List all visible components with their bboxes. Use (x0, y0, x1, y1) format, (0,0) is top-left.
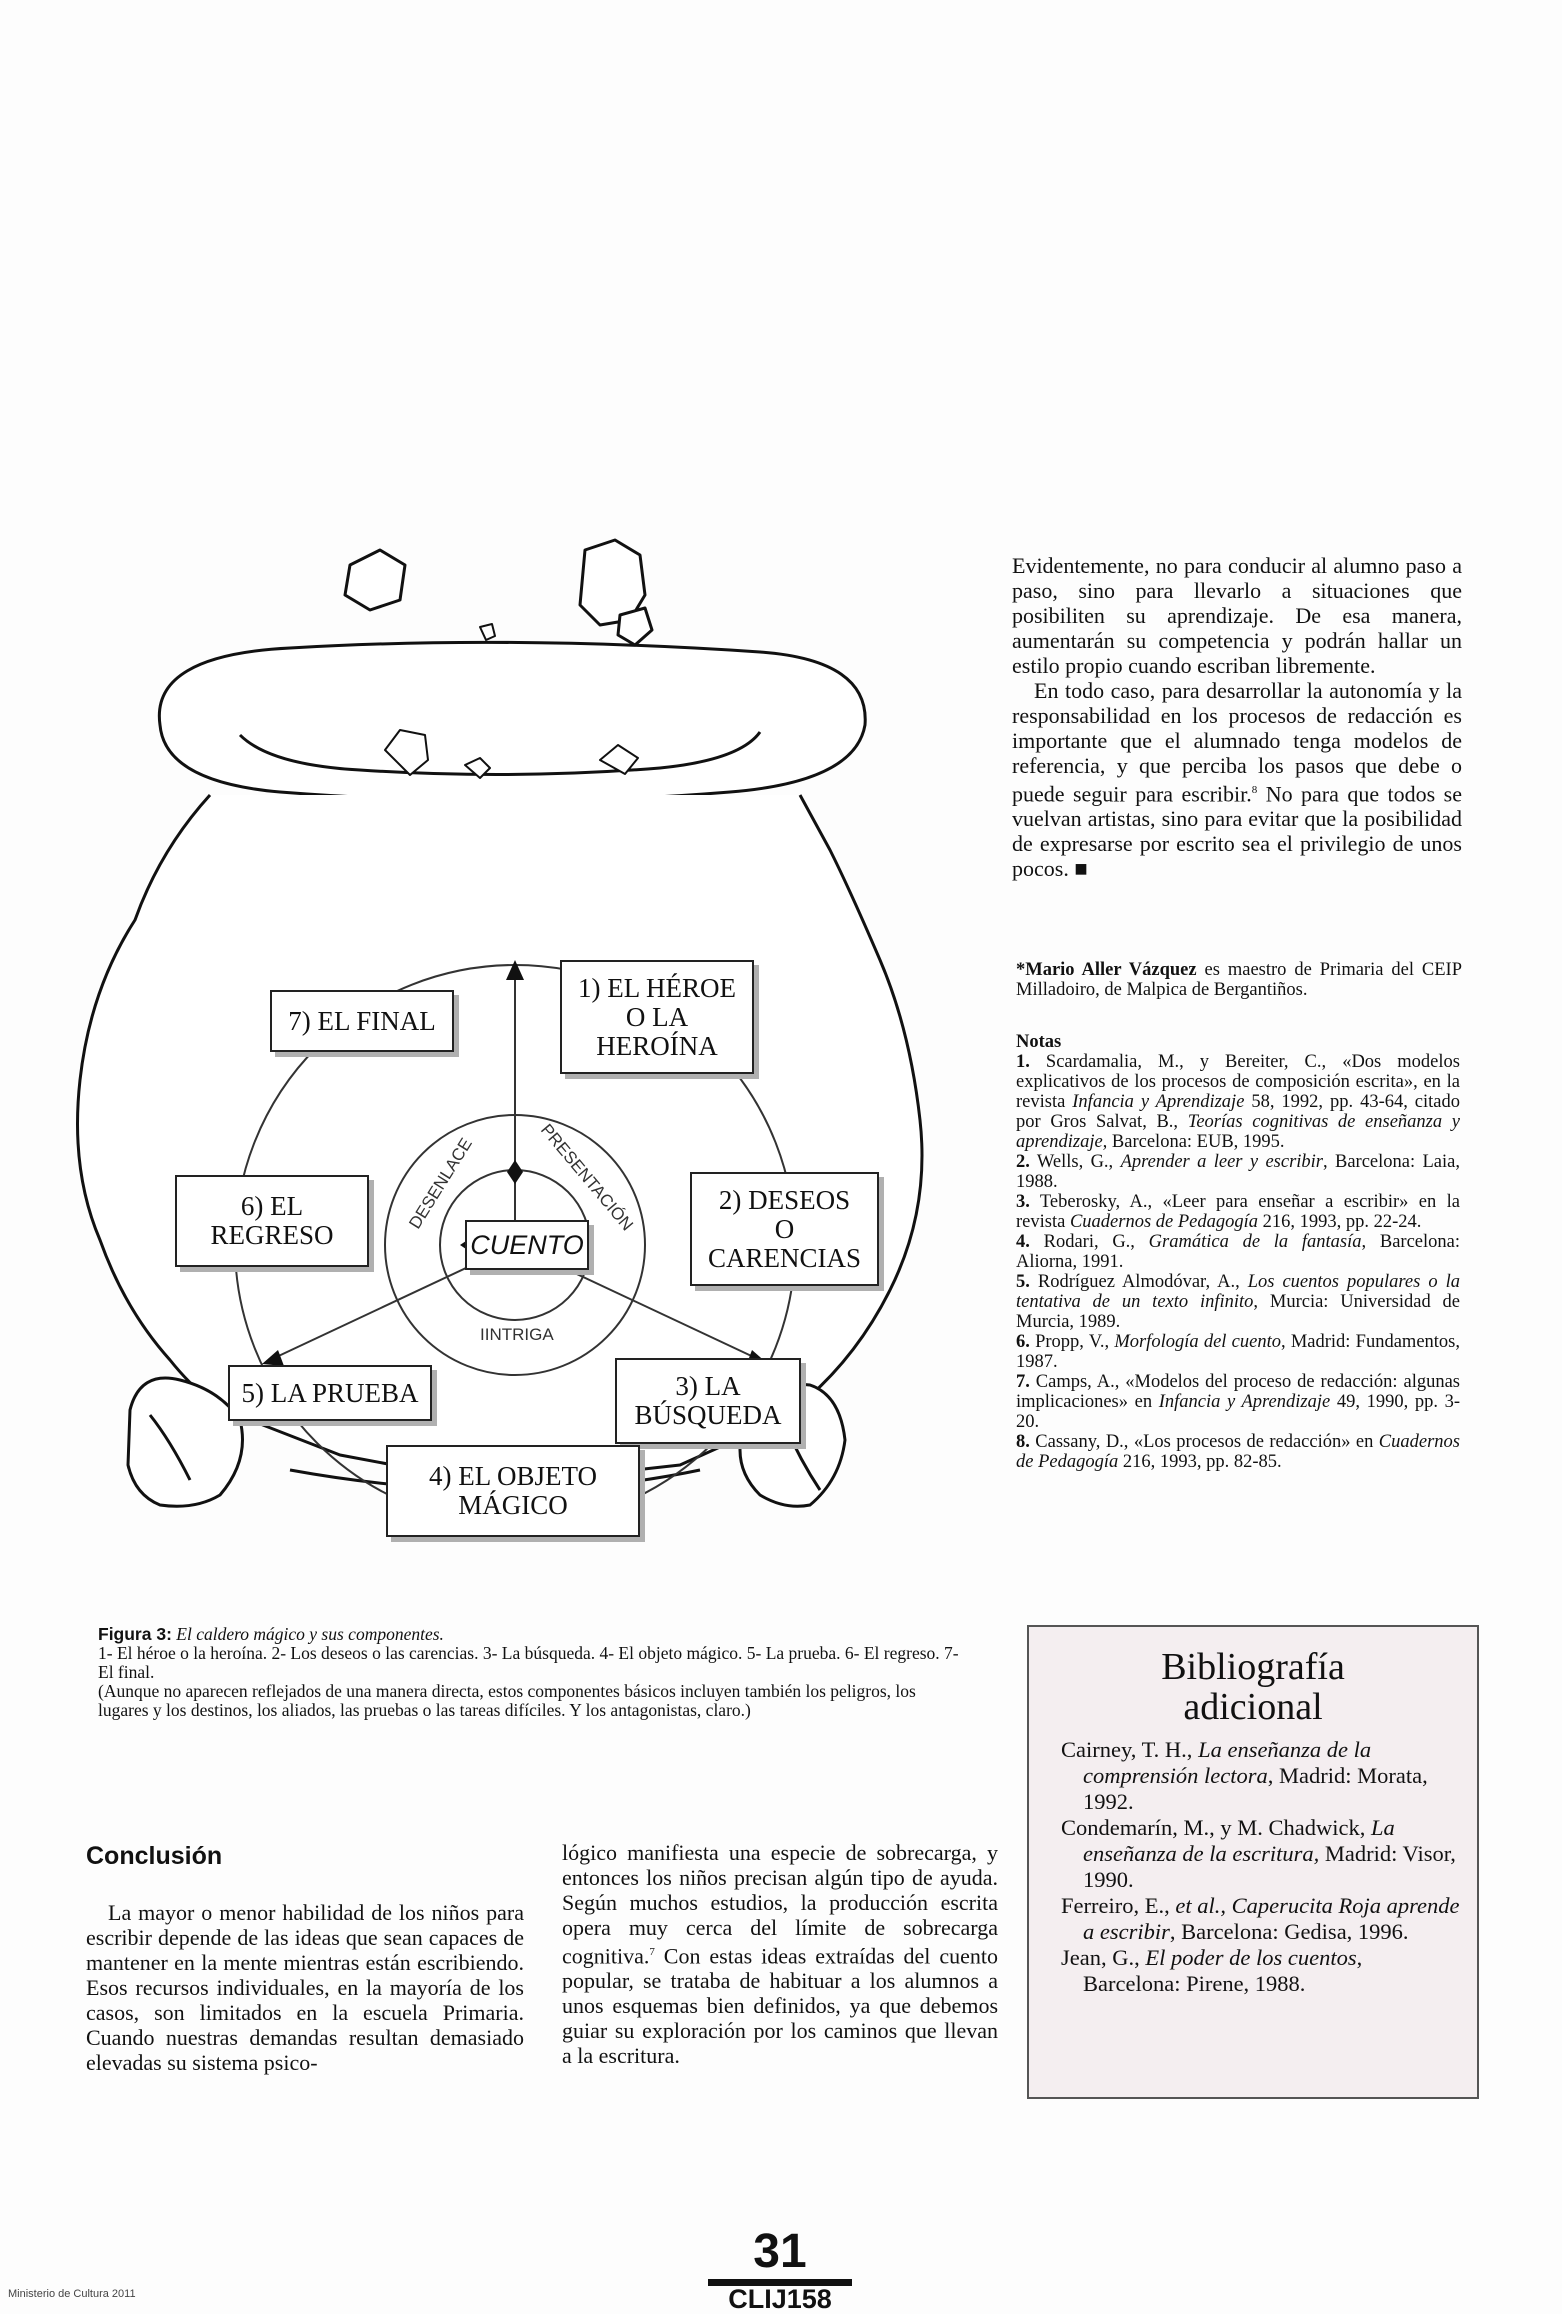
note-item: 1. Scardamalia, M., y Bereiter, C., «Dos… (1016, 1052, 1460, 1152)
note-item: 4. Rodari, G., Gramática de la fantasía,… (1016, 1232, 1460, 1272)
article-continuation: Evidentemente, no para conducir al alumn… (1012, 553, 1462, 881)
stage-search: 3) LA BÚSQUEDA (615, 1358, 801, 1444)
note-item: 3. Teberosky, A., «Leer para enseñar a e… (1016, 1192, 1460, 1232)
cauldron-diagram: DESENLACE PRESENTACIÓN IINTRIGA 7) EL FI… (40, 520, 980, 1580)
caption-title: El caldero mágico y sus componentes. (171, 1624, 444, 1644)
paragraph: Evidentemente, no para conducir al alumn… (1012, 553, 1462, 678)
caption-line: 1- El héroe o la heroína. 2- Los deseos … (98, 1643, 959, 1682)
author-note: *Mario Aller Vázquez es maestro de Prima… (1016, 960, 1462, 1000)
note-item: 2. Wells, G., Aprender a leer y escribir… (1016, 1152, 1460, 1192)
stage-test: 5) LA PRUEBA (228, 1365, 432, 1421)
ring-label-intriga: IINTRIGA (480, 1325, 554, 1344)
note-item: 5. Rodríguez Almodóvar, A., Los cuentos … (1016, 1272, 1460, 1332)
section-title: Conclusión (86, 1842, 223, 1870)
scan-credit: Ministerio de Cultura 2011 (8, 2288, 136, 2300)
note-item: 7. Camps, A., «Modelos del proceso de re… (1016, 1372, 1460, 1432)
bubble-shape (578, 538, 647, 627)
cauldron-leg (126, 1376, 244, 1508)
magazine-issue: CLIJ158 (728, 2284, 832, 2314)
figure-caption: Figura 3: El caldero mágico y sus compon… (98, 1625, 960, 1720)
bibliography-entry: Jean, G., El poder de los cuentos, Barce… (1061, 1945, 1363, 1996)
caption-line: (Aunque no aparecen reflejados de una ma… (98, 1681, 916, 1720)
author-name: *Mario Aller Vázquez (1016, 960, 1197, 980)
bubble-shape (384, 729, 429, 776)
arrow-head (507, 1160, 523, 1184)
stage-wishes: 2) DESEOS O CARENCIAS (690, 1172, 879, 1286)
bibliography-box: Bibliografía adicional Cairney, T. H., L… (1027, 1625, 1479, 2099)
cauldron-rim (157, 640, 867, 803)
arrow-head (262, 1350, 284, 1366)
stage-magic-object: 4) EL OBJETO MÁGICO (386, 1445, 640, 1537)
note-item: 6. Propp, V., Morfología del cuento, Mad… (1016, 1332, 1460, 1372)
center-story: CUENTO (465, 1220, 589, 1270)
bibliography-entry: Ferreiro, E., et al., Caperucita Roja ap… (1061, 1893, 1460, 1944)
notes-title: Notas (1016, 1032, 1062, 1052)
note-item: 8. Cassany, D., «Los procesos de redacci… (1016, 1432, 1460, 1472)
conclusion-col-2: lógico manifiesta una especie de sobreca… (562, 1840, 998, 2069)
bubble-shape (343, 548, 407, 612)
notes-section: Notas 1. Scardamalia, M., y Bereiter, C.… (1016, 1032, 1460, 1472)
bibliography-entry: Cairney, T. H., La enseñanza de la compr… (1061, 1737, 1428, 1814)
bubble-shape (599, 744, 639, 775)
conclusion-col-1: La mayor o menor habilidad de los niños … (86, 1900, 524, 2075)
paragraph: En todo caso, para desarrollar la autono… (1012, 678, 1462, 882)
page-number: 31 (753, 2225, 807, 2278)
caption-label: Figura 3: (98, 1624, 172, 1644)
stage-hero: 1) EL HÉROE O LA HEROÍNA (560, 960, 754, 1074)
bubble-shape (479, 623, 496, 641)
bibliography-title: Bibliografía adicional (1161, 1646, 1345, 1728)
bubble-shape (464, 757, 491, 779)
page-number-bar (708, 2279, 852, 2286)
stage-return: 6) EL REGRESO (175, 1175, 369, 1267)
arrow-head (506, 960, 524, 980)
cauldron-drawing: DESENLACE PRESENTACIÓN IINTRIGA (76, 538, 924, 1526)
stage-final: 7) EL FINAL (270, 990, 454, 1052)
bubble-shape (616, 606, 654, 647)
bibliography-entry: Condemarín, M., y M. Chadwick, La enseña… (1061, 1815, 1456, 1892)
